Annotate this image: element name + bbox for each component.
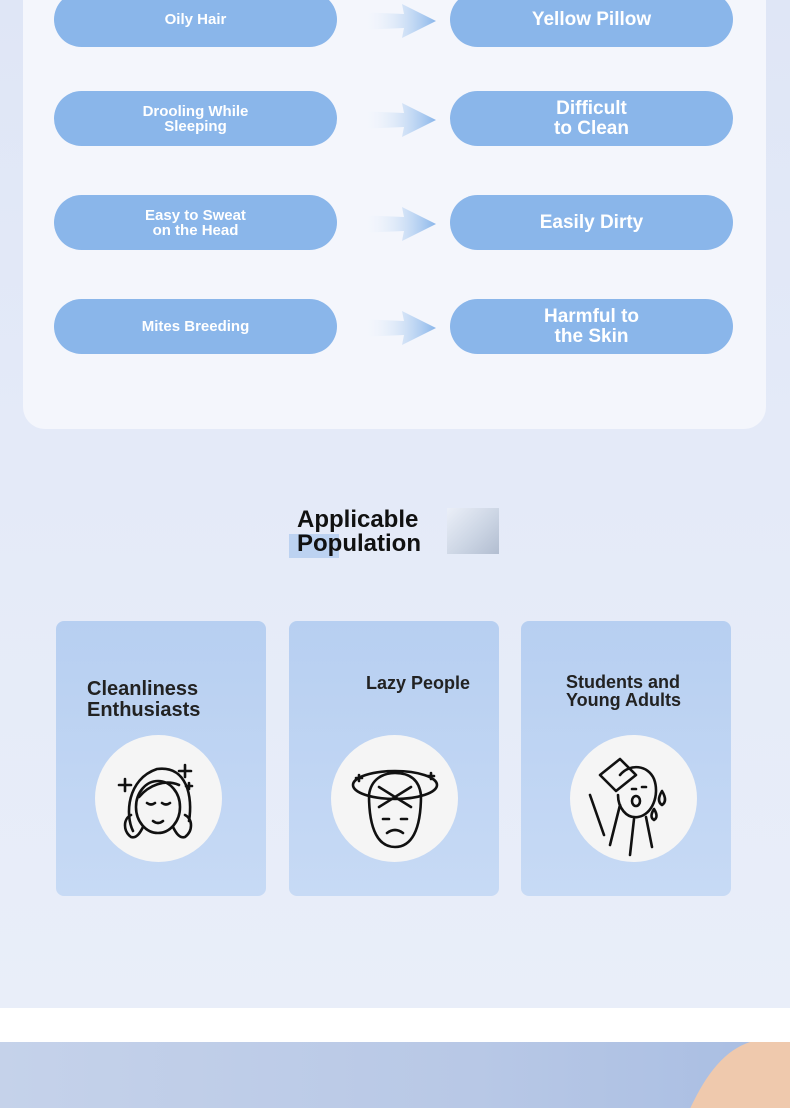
population-card-students: Students and Young Adults [521,621,731,896]
sweating-student-icon [570,735,697,862]
arrow-icon [358,311,436,345]
effect-pill-yellow-pillow: Yellow Pillow [450,0,733,47]
effect-pill-easily-dirty: Easily Dirty [450,195,733,250]
section-title: Applicable Population [297,506,421,557]
cause-label: Easy to Sweat on the Head [145,206,246,239]
effect-label: Difficult to Clean [554,97,629,139]
section-divider [0,1008,790,1042]
population-card-lazy: Lazy People [289,621,499,896]
effect-label: Harmful to the Skin [544,305,639,347]
arrow-icon [358,207,436,241]
cause-label: Oily Hair [164,11,227,28]
arrow-icon [358,103,436,137]
population-card-cleanliness: Cleanliness Enthusiasts [56,621,266,896]
effect-label: Easily Dirty [539,211,644,233]
heading-accent [289,534,339,558]
population-title: Lazy People [366,673,471,693]
heading-decoration [447,508,499,554]
applicable-population-heading: Applicable Population [289,508,504,560]
cause-label: Drooling While Sleeping [142,102,249,135]
arm-image-fragment [690,1042,790,1108]
cause-pill-mites: Mites Breeding [54,299,337,354]
clean-face-icon [95,735,222,862]
cause-pill-sweat: Easy to Sweat on the Head [54,195,337,250]
effect-pill-harmful-to-skin: Harmful to the Skin [450,299,733,354]
cause-pill-drooling: Drooling While Sleeping [54,91,337,146]
cause-pill-oily-hair: Oily Hair [54,0,337,47]
cause-label: Mites Breeding [141,318,250,335]
population-title: Students and Young Adults [566,672,681,710]
population-title: Cleanliness Enthusiasts [87,678,201,721]
effect-pill-difficult-to-clean: Difficult to Clean [450,91,733,146]
arrow-icon [358,4,436,38]
dizzy-face-icon [331,735,458,862]
next-section-preview [0,1042,790,1108]
effect-label: Yellow Pillow [531,8,652,30]
